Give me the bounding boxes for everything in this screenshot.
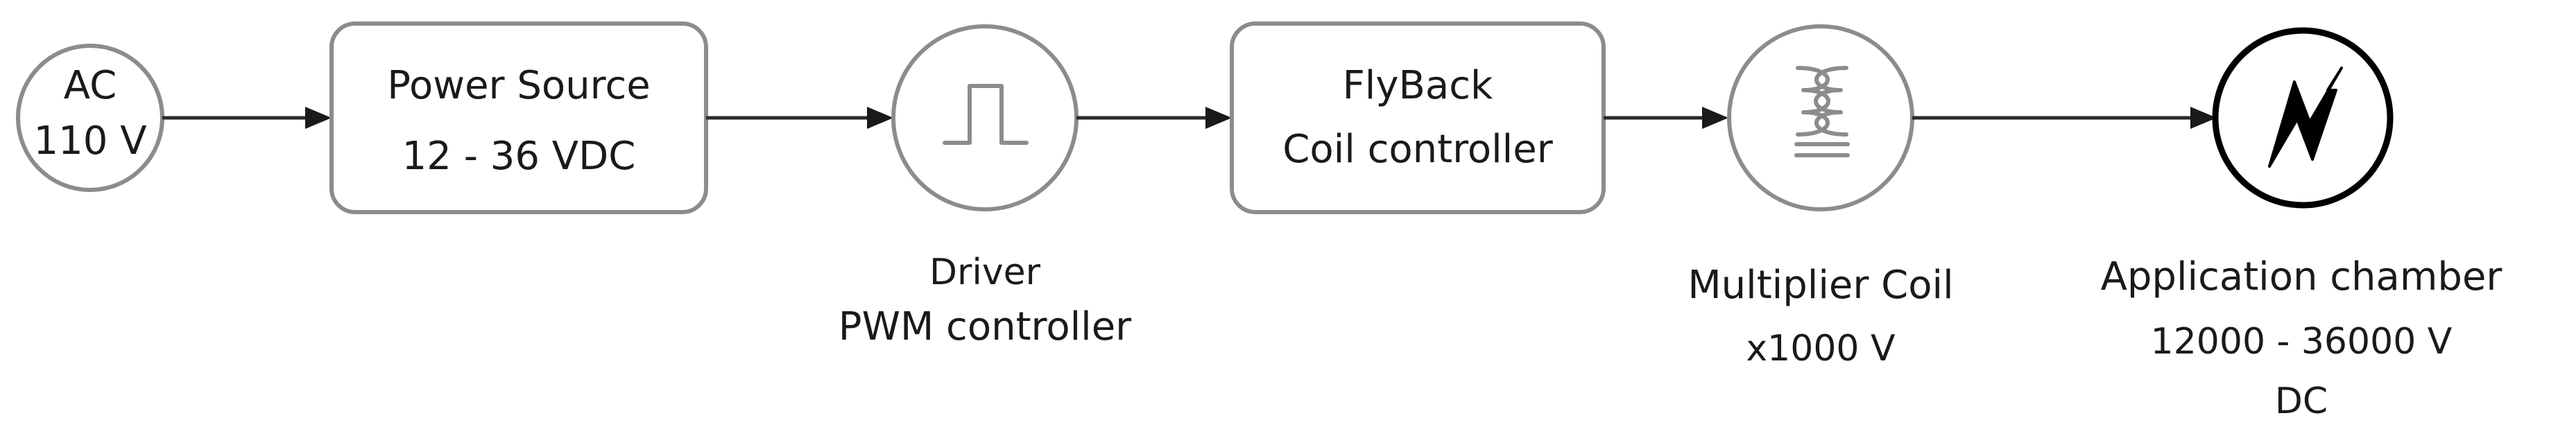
ac-source-label: AC — [64, 63, 117, 108]
driver-label: Driver — [929, 252, 1041, 293]
power-source-voltage: 12 - 36 VDC — [402, 134, 636, 179]
flyback-node: FlyBack Coil controller — [1230, 21, 1606, 214]
pulse-waveform-icon — [943, 84, 1029, 145]
multiplier-label: Multiplier Coil — [1688, 263, 1953, 308]
multiplier-sublabel: x1000 V — [1746, 328, 1896, 369]
application-current-type: DC — [2275, 381, 2328, 422]
lightning-bolt-icon — [2268, 67, 2343, 168]
connector-power-to-driver — [706, 107, 893, 129]
ac-source-node: AC 110 V — [16, 44, 164, 192]
connector-ac-to-power — [162, 107, 332, 129]
arrowhead — [2190, 107, 2217, 129]
power-source-label: Power Source — [387, 63, 650, 108]
driver-circle — [891, 24, 1079, 211]
arrowhead — [1205, 107, 1232, 129]
flyback-sublabel: Coil controller — [1282, 127, 1553, 172]
connector-driver-to-flyback — [1076, 107, 1232, 129]
flyback-box — [1230, 21, 1606, 214]
power-source-box — [329, 21, 708, 214]
connector-flyback-to-multiplier — [1604, 107, 1728, 129]
coil-transformer-icon — [1794, 66, 1850, 157]
ac-source-voltage: 110 V — [34, 119, 147, 164]
application-label: Application chamber — [2101, 254, 2503, 299]
application-voltage: 12000 - 36000 V — [2151, 321, 2453, 363]
power-source-node: Power Source 12 - 36 VDC — [329, 21, 708, 214]
arrowhead — [1702, 107, 1728, 129]
flyback-label: FlyBack — [1343, 63, 1493, 108]
driver-node: Driver PWM controller — [839, 24, 1132, 349]
driver-sublabel: PWM controller — [839, 304, 1132, 349]
connector-multiplier-to-application — [1912, 107, 2217, 129]
multiplier-node: Multiplier Coil x1000 V — [1688, 24, 1954, 369]
application-node: Application chamber 12000 - 36000 V DC — [2101, 27, 2503, 422]
arrowhead — [867, 107, 893, 129]
arrowhead — [305, 107, 332, 129]
